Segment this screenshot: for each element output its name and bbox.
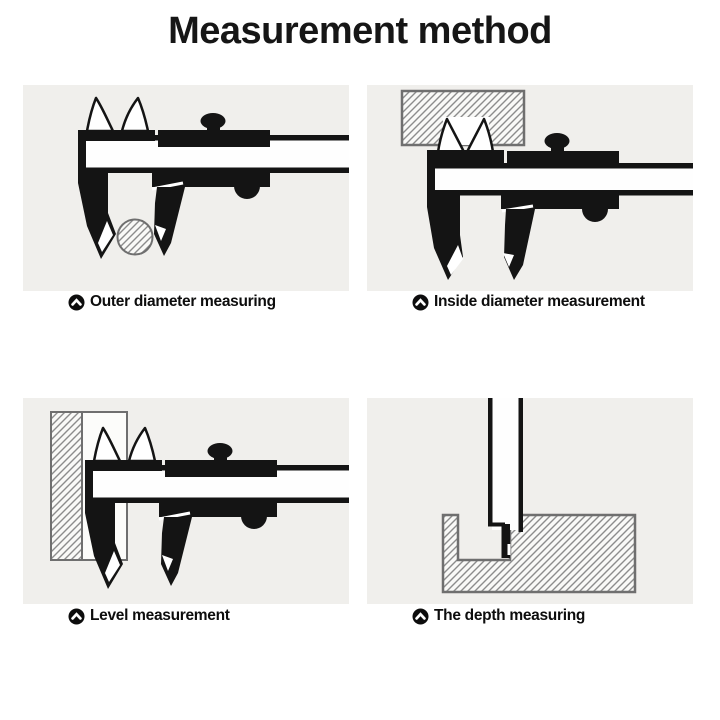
caption-label: Level measurement xyxy=(90,607,230,624)
caption-outer-diameter: Outer diameter measuring xyxy=(68,291,276,313)
panel-outer-diameter xyxy=(23,85,349,291)
page-title: Measurement method xyxy=(168,10,552,52)
workpiece-round-bar xyxy=(116,218,154,256)
level-measurement-figure xyxy=(50,411,349,591)
caption-depth-measuring: The depth measuring xyxy=(412,605,585,627)
caption-label: The depth measuring xyxy=(434,607,586,624)
chevron-up-circle-icon xyxy=(68,608,85,624)
inside-diameter-figure xyxy=(400,89,693,280)
caption-label: Outer diameter measuring xyxy=(90,293,276,310)
panel-depth-measuring xyxy=(367,398,693,604)
panel-level-measurement xyxy=(23,398,349,604)
caption-level-measurement: Level measurement xyxy=(68,605,230,627)
workpiece-slab xyxy=(50,411,83,561)
chevron-up-circle-icon xyxy=(68,294,85,310)
workpiece-grooved-block xyxy=(441,513,637,594)
caption-inside-diameter: Inside diameter measurement xyxy=(412,291,645,313)
caliper-graphic xyxy=(427,117,693,280)
depth-measuring-figure xyxy=(441,398,637,594)
depth-rod xyxy=(501,524,510,558)
outer-diameter-figure xyxy=(76,96,349,261)
chevron-up-circle-icon xyxy=(412,294,429,310)
caption-label: Inside diameter measurement xyxy=(434,293,645,310)
caliper-depth-column xyxy=(488,398,523,558)
panel-inside-diameter xyxy=(367,85,693,291)
chevron-up-circle-icon xyxy=(412,608,429,624)
